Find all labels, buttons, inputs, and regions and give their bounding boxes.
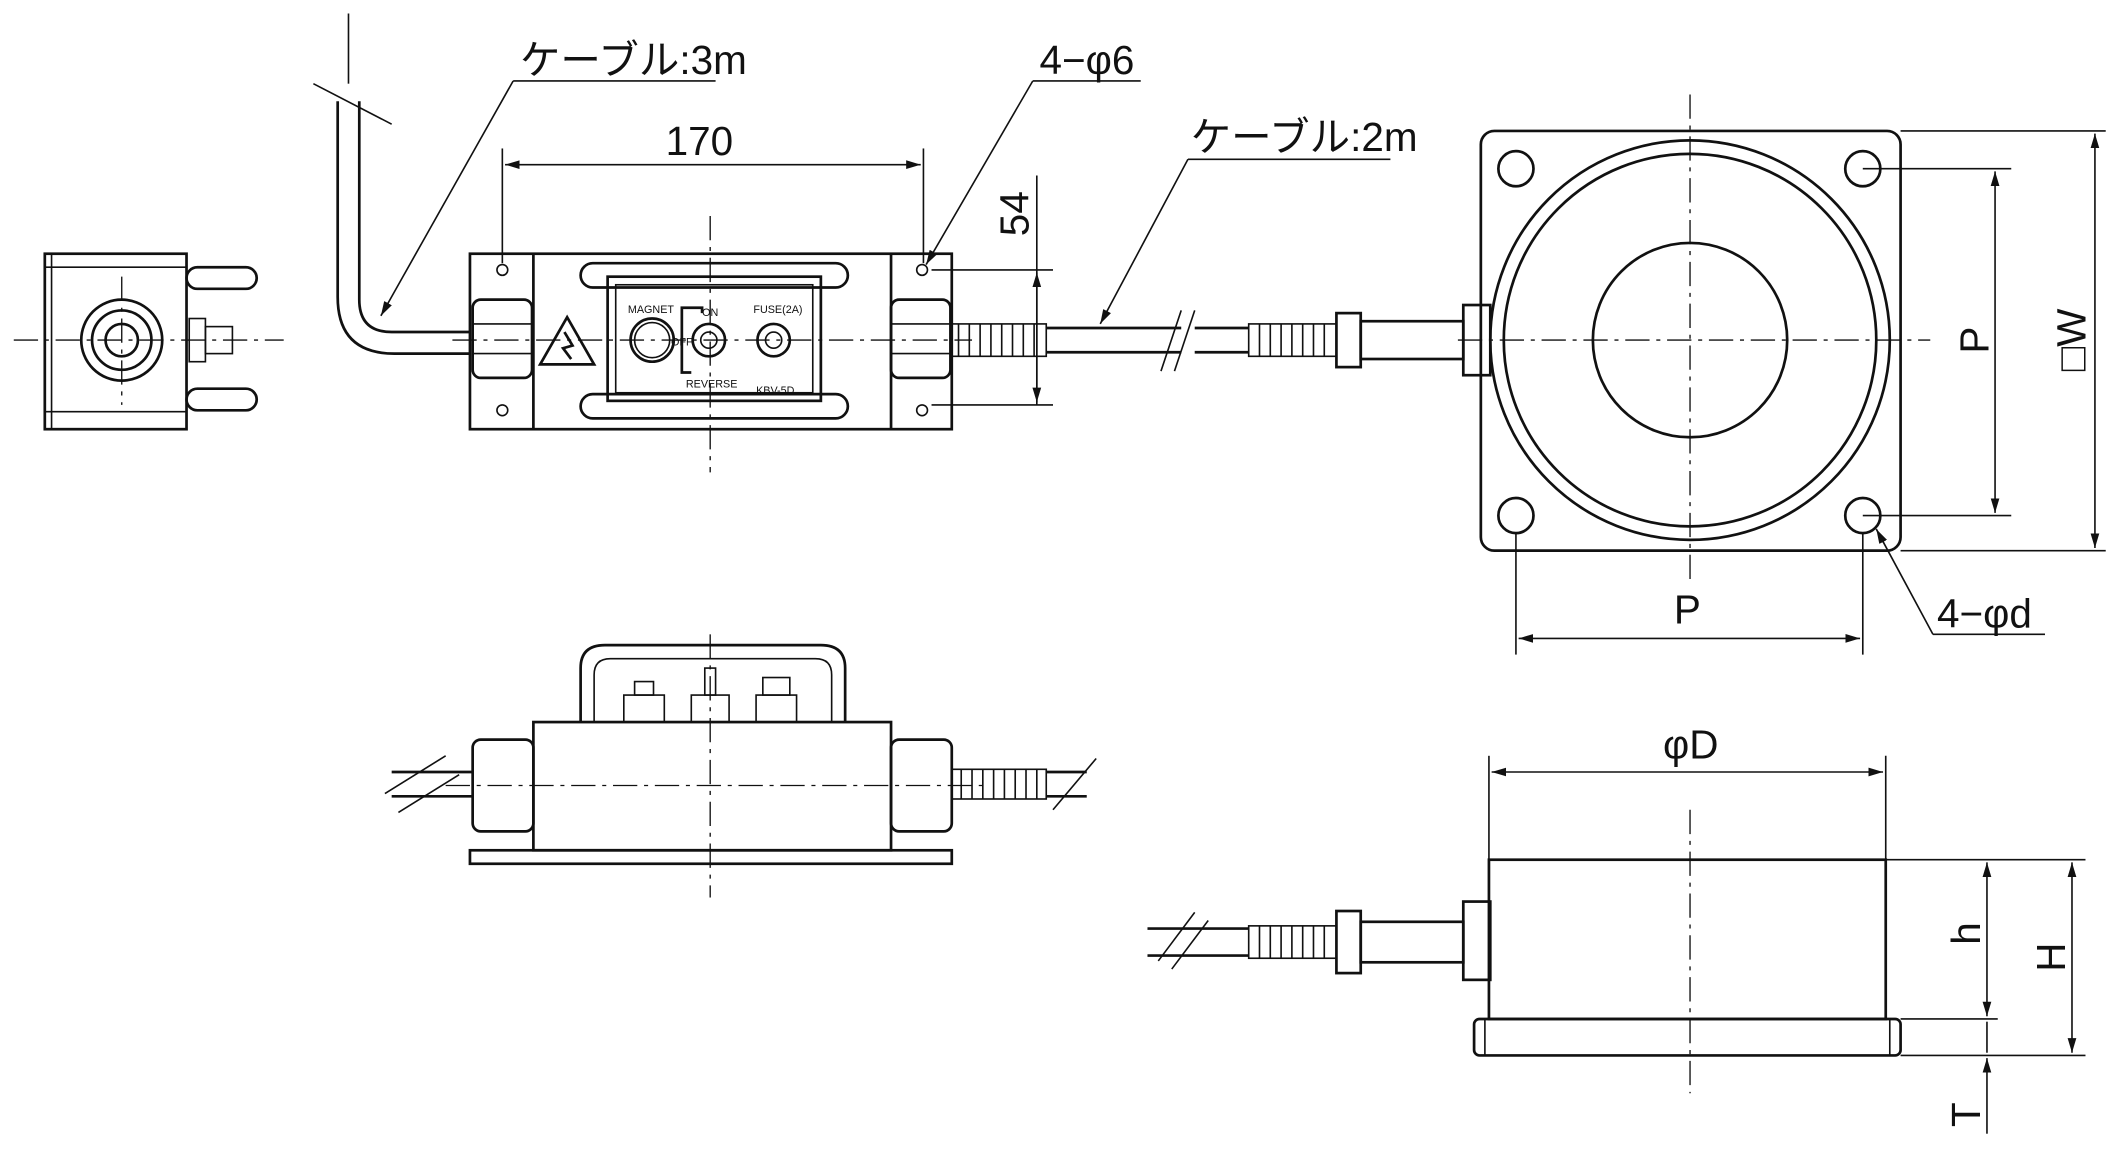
cable-2m: ケーブル:2m <box>950 114 1492 377</box>
cable-3m: ケーブル:3m <box>313 13 747 355</box>
height-H-label: H <box>2028 943 2074 972</box>
pitch-p-horizontal: P <box>1674 587 1701 633</box>
pitch-p-vertical: P <box>1951 327 1997 354</box>
thickness-t-label: T <box>1943 1102 1989 1127</box>
magnet-top-view: P □W P 4−φd <box>1457 94 2106 655</box>
panel-reverse-label: REVERSE <box>686 378 738 390</box>
panel-model-label: KBV-5D <box>756 385 795 397</box>
dimension-170: 170 <box>666 118 734 164</box>
control-box-top-view: MAGNET ON OFF REVERSE FUSE(2A) KBV-5D <box>452 215 973 473</box>
square-w-label: □W <box>2048 308 2094 371</box>
diameter-d-label: φD <box>1663 722 1718 768</box>
panel-magnet-label: MAGNET <box>628 304 675 316</box>
magnet-side-view: φD h H T <box>1147 722 2086 1134</box>
height-h-label: h <box>1943 922 1989 945</box>
box-dimensions: 170 54 4−φ6 <box>501 37 1141 406</box>
cable-2m-label: ケーブル:2m <box>1191 114 1418 160</box>
panel-fuse-label: FUSE(2A) <box>753 304 802 316</box>
box-end-view <box>13 252 284 431</box>
holes-magnet-label: 4−φd <box>1937 591 2032 637</box>
holes-box-label: 4−φ6 <box>1040 37 1135 83</box>
dimension-54: 54 <box>992 191 1038 236</box>
cable-3m-label: ケーブル:3m <box>520 37 747 83</box>
high-voltage-warning-icon <box>537 314 597 366</box>
control-box-side-view <box>384 634 1097 898</box>
panel-off-label: OFF <box>671 337 693 349</box>
